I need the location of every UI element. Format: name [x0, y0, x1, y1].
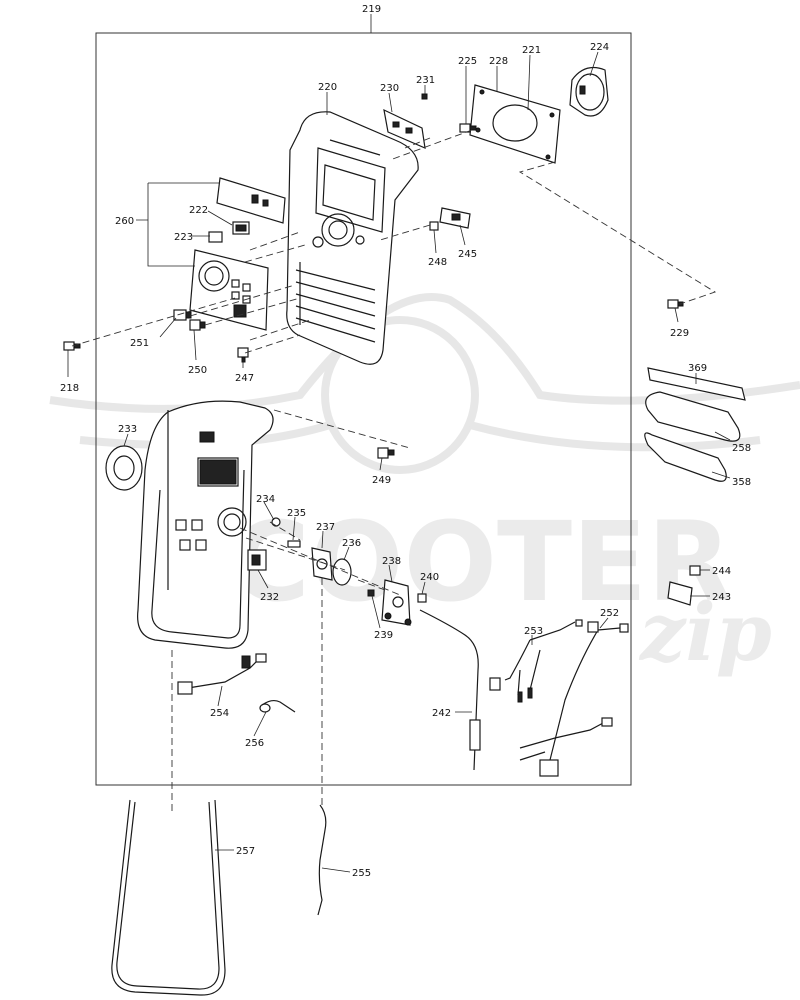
meter-224	[569, 67, 609, 117]
cable-242	[419, 609, 501, 771]
label-250: 250	[188, 365, 207, 376]
label-358: 358	[732, 477, 751, 488]
assembly-dash-lines	[71, 129, 717, 815]
label-251: 251	[130, 338, 149, 349]
harness-254	[177, 653, 267, 695]
leader-lines	[67, 51, 731, 873]
plate-228	[469, 84, 561, 164]
label-245: 245	[458, 249, 477, 260]
label-254: 254	[210, 708, 229, 719]
label-239: 239	[374, 630, 393, 641]
label-253: 253	[524, 626, 543, 637]
label-220: 220	[318, 82, 337, 93]
label-244: 244	[712, 566, 731, 577]
label-221: 221	[522, 45, 541, 56]
screw-218	[63, 341, 81, 351]
control-plate-260-lower	[189, 249, 269, 331]
label-plate-260-upper	[216, 177, 286, 224]
bushing-236	[332, 558, 352, 586]
label-222: 222	[189, 205, 208, 216]
label-249: 249	[372, 475, 391, 486]
clip-243	[667, 581, 693, 606]
label-231: 231	[416, 75, 435, 86]
label-248: 248	[428, 257, 447, 268]
label-257: 257	[236, 846, 255, 857]
label-225: 225	[458, 56, 477, 67]
screw-239	[367, 589, 375, 597]
part-labels: 219 220 230 231 225 228 221 224 260 222 …	[60, 4, 751, 879]
cover-358	[644, 432, 727, 482]
cover-258	[645, 391, 741, 442]
front-panel-220	[286, 111, 419, 365]
label-237: 237	[316, 522, 335, 533]
bracket-238	[381, 579, 412, 626]
label-235: 235	[287, 508, 306, 519]
label-256: 256	[245, 738, 264, 749]
label-230: 230	[380, 83, 399, 94]
clamp-237	[311, 547, 333, 581]
spring-235	[287, 540, 301, 548]
trim-369	[647, 367, 746, 401]
spacer-248	[429, 221, 439, 231]
label-224: 224	[590, 42, 609, 53]
harness-253	[504, 619, 583, 703]
bracket-245	[439, 207, 471, 229]
switch-222	[232, 221, 250, 235]
label-240: 240	[420, 572, 439, 583]
screw-240	[417, 593, 427, 603]
harness-252	[519, 621, 629, 777]
cable-tie-256	[259, 699, 296, 713]
label-252: 252	[600, 608, 619, 619]
label-247: 247	[235, 373, 254, 384]
label-260: 260	[115, 216, 134, 227]
screw-231	[421, 93, 428, 100]
label-242: 242	[432, 708, 451, 719]
knob-251	[173, 309, 192, 321]
button-223	[208, 231, 223, 243]
screw-244	[689, 565, 701, 576]
switch-232	[247, 549, 267, 571]
watermark-text-zip: zip	[638, 585, 772, 679]
label-218: 218	[60, 383, 79, 394]
bracket-230	[383, 108, 426, 149]
assembly-frame	[95, 32, 632, 786]
rod-255	[317, 804, 327, 916]
screw-225	[459, 123, 477, 133]
label-228: 228	[489, 56, 508, 67]
knob-250	[189, 319, 206, 331]
label-243: 243	[712, 592, 731, 603]
label-238: 238	[382, 556, 401, 567]
label-233: 233	[118, 424, 137, 435]
grommet-233	[105, 445, 143, 491]
label-223: 223	[174, 232, 193, 243]
rear-housing	[137, 400, 274, 649]
label-234: 234	[256, 494, 275, 505]
label-219: 219	[362, 4, 381, 15]
label-229: 229	[670, 328, 689, 339]
screw-249	[377, 447, 395, 459]
label-369: 369	[688, 363, 707, 374]
label-236: 236	[342, 538, 361, 549]
label-258: 258	[732, 443, 751, 454]
screw-247	[237, 347, 249, 363]
label-232: 232	[260, 592, 279, 603]
label-255: 255	[352, 868, 371, 879]
seal-257	[111, 799, 226, 996]
